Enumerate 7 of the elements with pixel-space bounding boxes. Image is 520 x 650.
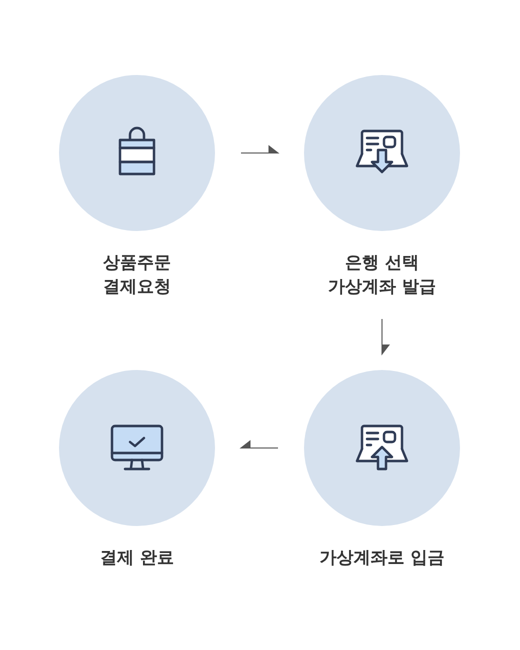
arrow [240,146,278,154]
arrow [240,440,278,448]
step-label: 가상계좌로 입금 [320,547,444,570]
arrow [382,318,390,354]
step-label: 상품주문 결제요청 [103,252,171,299]
step-label: 결제 완료 [100,547,174,570]
step-label: 은행 선택 가상계좌 발급 [328,252,436,299]
